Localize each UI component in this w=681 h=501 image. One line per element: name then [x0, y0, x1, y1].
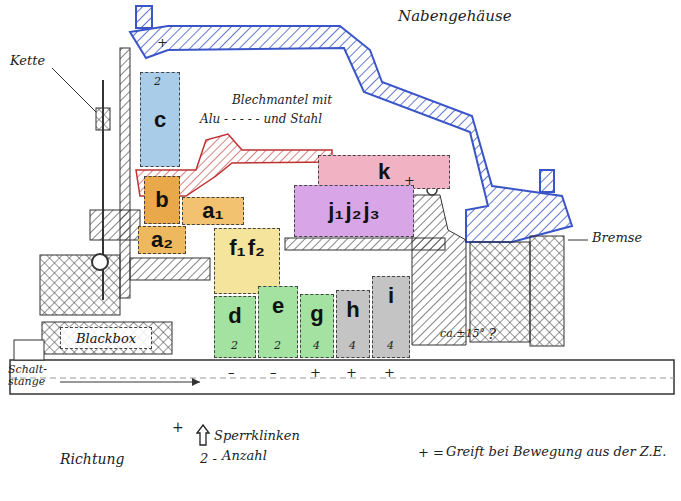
legend-row: Greift bei Bewegung aus der Z.E.	[446, 444, 666, 459]
symbol-note: 4	[349, 340, 356, 352]
part-label: Schalt- stange	[8, 364, 56, 388]
part-letter: d	[228, 305, 241, 327]
symbol-note: 2 -	[200, 452, 217, 466]
blackbox-hatch	[42, 322, 172, 354]
box-label: Blackbox	[76, 332, 136, 345]
legend-text: Sperrklinken	[214, 428, 300, 443]
symbol-note: –	[270, 366, 277, 380]
symbol-note: 2	[274, 340, 281, 352]
symbol-note: +	[404, 174, 415, 188]
part-letter: i	[388, 285, 394, 307]
part-label: Nabengehäuse	[398, 8, 512, 25]
leader-line	[52, 68, 96, 112]
symbol-note: +	[310, 366, 321, 380]
legend-text: Anzahl	[222, 448, 267, 463]
part-letter: g	[310, 303, 323, 325]
legend-text: Greift bei Bewegung aus der Z.E.	[446, 444, 666, 459]
arrowhead	[192, 378, 200, 386]
part-label: Blechmantel mit	[232, 94, 332, 107]
brake-shoe	[530, 236, 564, 346]
symbol-note: +	[172, 420, 184, 435]
spoke-flange	[136, 6, 152, 28]
hub-housing	[130, 26, 572, 242]
symbol-note: 2	[154, 76, 161, 88]
part-letter: k	[378, 161, 390, 183]
part-letter: j₃	[363, 200, 379, 222]
sun-carrier	[130, 258, 210, 280]
axle	[10, 360, 674, 394]
legend-row: Sperrklinken	[196, 424, 300, 446]
legend-row: Anzahl	[222, 448, 267, 463]
symbol-note: +	[157, 36, 168, 50]
symbol-note: +	[384, 366, 395, 380]
pawl-arrow-symbol	[196, 424, 210, 446]
part-label: Bremse	[592, 231, 642, 245]
sprocket	[120, 48, 130, 298]
part-letter: j₂	[346, 200, 362, 222]
gear-part: f₁f₂	[214, 228, 280, 294]
part-letter: j₁	[328, 200, 343, 222]
carrier	[412, 195, 466, 345]
brake	[470, 242, 530, 342]
bearing-ball	[92, 254, 108, 270]
spoke-flange	[540, 170, 554, 192]
gear-part: a₁	[182, 197, 244, 225]
blackbox-box: Blackbox	[60, 327, 152, 349]
symbol-note: + =	[418, 446, 444, 460]
part-letter: f₂	[248, 237, 265, 259]
part-label: Kette	[10, 54, 45, 68]
leader-line	[568, 240, 588, 241]
gear-part: a₂	[138, 226, 186, 254]
symbol-note: 2	[231, 340, 238, 352]
part-letter: c	[154, 109, 166, 131]
axle-center	[10, 378, 674, 379]
bearing-cone	[40, 255, 120, 315]
symbol-note: +	[346, 366, 357, 380]
gear-part: b	[144, 176, 180, 224]
part-letter: f₁	[229, 237, 245, 259]
gear-part: k	[318, 155, 450, 189]
part-label: Alu - - - - - und Stahl	[200, 113, 322, 126]
gear-part: j₁j₂j₃	[294, 185, 414, 237]
part-letter: e	[272, 295, 284, 317]
part-label: ca.±15°	[440, 328, 485, 340]
symbol-note: 4	[313, 340, 320, 352]
symbol-note: 4	[387, 340, 394, 352]
driver	[90, 210, 140, 240]
part-letter: a₂	[151, 229, 173, 251]
part-label: ?	[488, 326, 496, 343]
axle-step	[14, 340, 44, 360]
symbol-note: Richtung	[60, 452, 125, 467]
part-letter: a₁	[202, 200, 223, 222]
part-letter: h	[346, 299, 359, 321]
part-letter: b	[155, 189, 168, 211]
shift-rod-arrow	[60, 381, 200, 382]
symbol-note: –	[228, 366, 235, 380]
